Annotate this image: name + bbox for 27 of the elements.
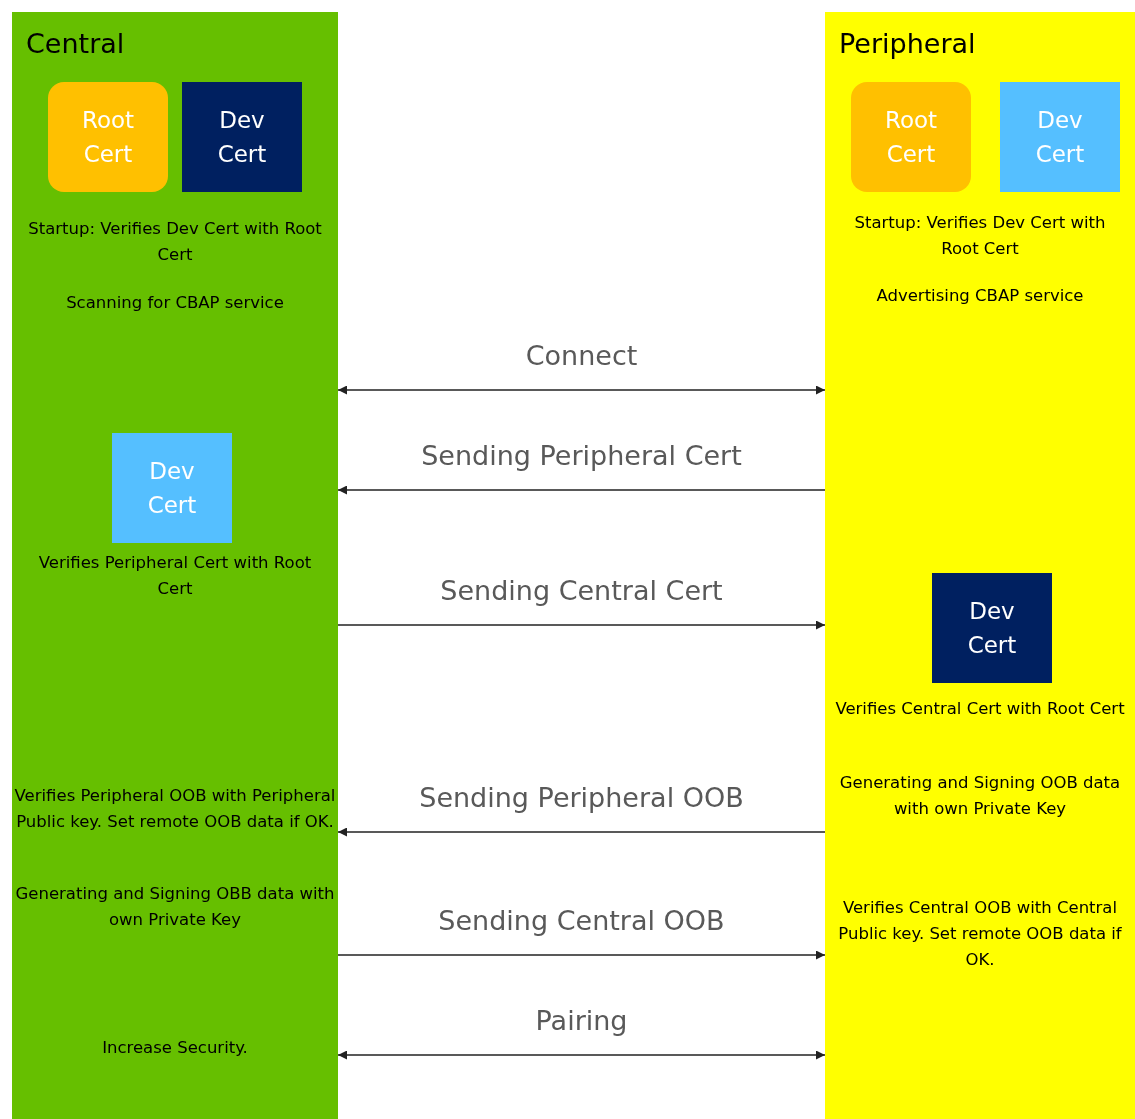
swimlane	[12, 12, 338, 1119]
arrow	[337, 827, 826, 837]
certificate-box: Dev Cert	[1000, 82, 1120, 192]
note-text: Generating and Signing OBB data with own Private Key	[14, 883, 336, 931]
note-text: Verifies Peripheral Cert with Root Cert	[37, 552, 313, 600]
certificate-box: Dev Cert	[182, 82, 302, 192]
lane-title: Central	[26, 28, 125, 59]
arrow	[337, 485, 826, 495]
note-text: Verifies Central Cert with Root Cert	[835, 698, 1125, 720]
note-text: Scanning for CBAP service	[65, 292, 285, 314]
note-text: Generating and Signing OOB data with own Private Key	[838, 772, 1122, 820]
note-text: Advertising CBAP service	[875, 285, 1085, 307]
certificate-box: Dev Cert	[112, 433, 232, 543]
arrow	[337, 385, 826, 395]
certificate-box: Dev Cert	[932, 573, 1052, 683]
arrow	[337, 1050, 826, 1060]
swimlane	[825, 12, 1135, 1119]
note-text: Startup: Verifies Dev Cert with Root Cert	[27, 218, 323, 266]
certificate-box: Root Cert	[48, 82, 168, 192]
note-text: Increase Security.	[101, 1037, 249, 1059]
lane-title: Peripheral	[839, 28, 976, 59]
arrow	[337, 950, 826, 960]
note-text: Verifies Central OOB with Central Public key. Set remote OOB data if OK.	[837, 897, 1123, 971]
certificate-box: Root Cert	[851, 82, 971, 192]
note-text: Verifies Peripheral OOB with Peripheral Public key. Set remote OOB data if OK.	[14, 785, 336, 833]
note-text: Startup: Verifies Dev Cert with Root Cert	[853, 212, 1107, 260]
arrow	[337, 620, 826, 630]
